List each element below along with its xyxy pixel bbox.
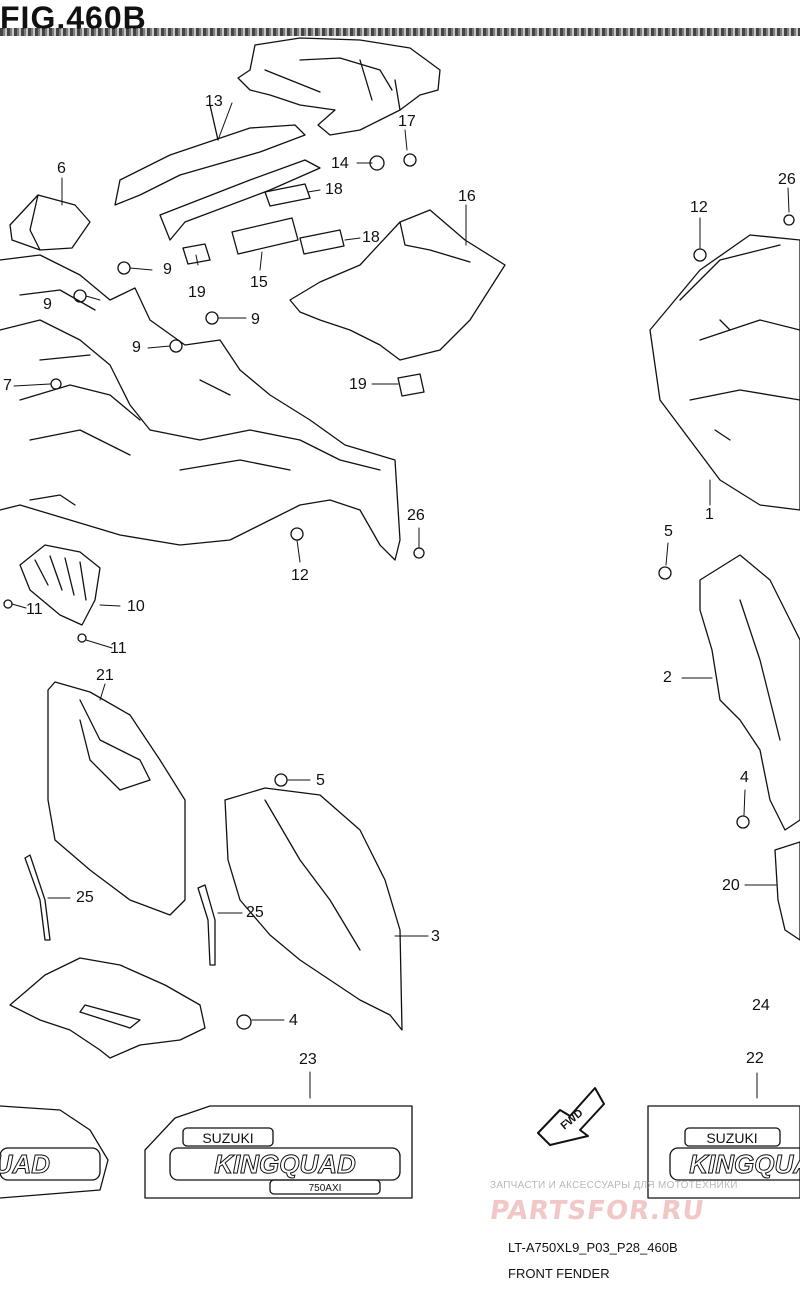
right-fender-part-1	[649, 234, 800, 511]
callout-2: 2	[663, 669, 672, 686]
watermark-logo: PARTSFOR.RU	[487, 1196, 707, 1226]
fasteners	[3, 153, 795, 1030]
callout-26b: 26	[407, 507, 425, 524]
main-fender-part	[0, 254, 401, 561]
panel-part-21	[47, 681, 186, 916]
top-cover-part	[237, 37, 441, 136]
callout-14: 14	[331, 155, 349, 172]
callout-9b: 9	[43, 296, 52, 313]
pads-18-15	[182, 183, 425, 397]
callout-19a: 19	[188, 284, 206, 301]
callout-21: 21	[96, 667, 114, 684]
plate-part-24	[9, 957, 206, 1059]
callout-9d: 9	[132, 339, 141, 356]
callout-20: 20	[722, 877, 740, 894]
callout-7: 7	[3, 377, 12, 394]
callout-10: 10	[127, 598, 145, 615]
callout-18b: 18	[362, 229, 380, 246]
decal-23-brand: SUZUKI	[202, 1130, 253, 1146]
callout-16: 16	[458, 188, 476, 205]
decal-23	[144, 1105, 413, 1199]
part-6	[9, 194, 91, 251]
callout-12a: 12	[690, 199, 708, 216]
callout-17: 17	[398, 113, 416, 130]
callout-22: 22	[746, 1050, 764, 1067]
decal-22-model: KINGQUAD	[689, 1149, 800, 1179]
callout-4b: 4	[289, 1012, 298, 1029]
straps-part-25	[24, 854, 216, 966]
callout-19b: 19	[349, 376, 367, 393]
callout-9a: 9	[163, 261, 172, 278]
decal-left-partial	[0, 1105, 109, 1199]
diagram-code: LT-A750XL9_P03_P28_460B	[508, 1240, 678, 1255]
callout-12b: 12	[291, 567, 309, 584]
fwd-arrow	[537, 1087, 605, 1146]
grille-part-10	[19, 544, 101, 626]
callout-1: 1	[705, 506, 714, 523]
callout-26a: 26	[778, 171, 796, 188]
part-2	[699, 554, 800, 831]
bracket-part-13	[114, 104, 321, 241]
leader-lines	[11, 102, 790, 1099]
callout-5b: 5	[316, 772, 325, 789]
callout-25a: 25	[76, 889, 94, 906]
callout-24: 24	[752, 997, 770, 1014]
callout-9c: 9	[251, 311, 260, 328]
callout-3: 3	[431, 928, 440, 945]
decal-23-sub: 750AXI	[309, 1183, 342, 1194]
watermark-caption: ЗАПЧАСТИ И АКСЕССУАРЫ ДЛЯ МОТОТЕХНИКИ	[490, 1180, 738, 1191]
callout-6: 6	[57, 160, 66, 177]
part-16	[289, 209, 506, 361]
decal-left-model: KINGQUAD	[0, 1149, 50, 1179]
callout-4a: 4	[740, 769, 749, 786]
callout-23: 23	[299, 1051, 317, 1068]
callout-13: 13	[205, 93, 223, 110]
diagram-name: FRONT FENDER	[508, 1266, 610, 1281]
decal-23-model: KINGQUAD	[214, 1149, 356, 1179]
title-rule	[0, 28, 800, 36]
callout-25b: 25	[246, 904, 264, 921]
decal-22-brand: SUZUKI	[706, 1130, 757, 1146]
part-20	[774, 841, 800, 941]
callout-11b: 11	[110, 640, 127, 657]
callout-15: 15	[250, 274, 268, 291]
part-3	[224, 787, 403, 1031]
callout-18a: 18	[325, 181, 343, 198]
callout-11a: 11	[26, 601, 43, 618]
decal-22	[647, 1105, 800, 1199]
callout-5a: 5	[664, 523, 673, 540]
